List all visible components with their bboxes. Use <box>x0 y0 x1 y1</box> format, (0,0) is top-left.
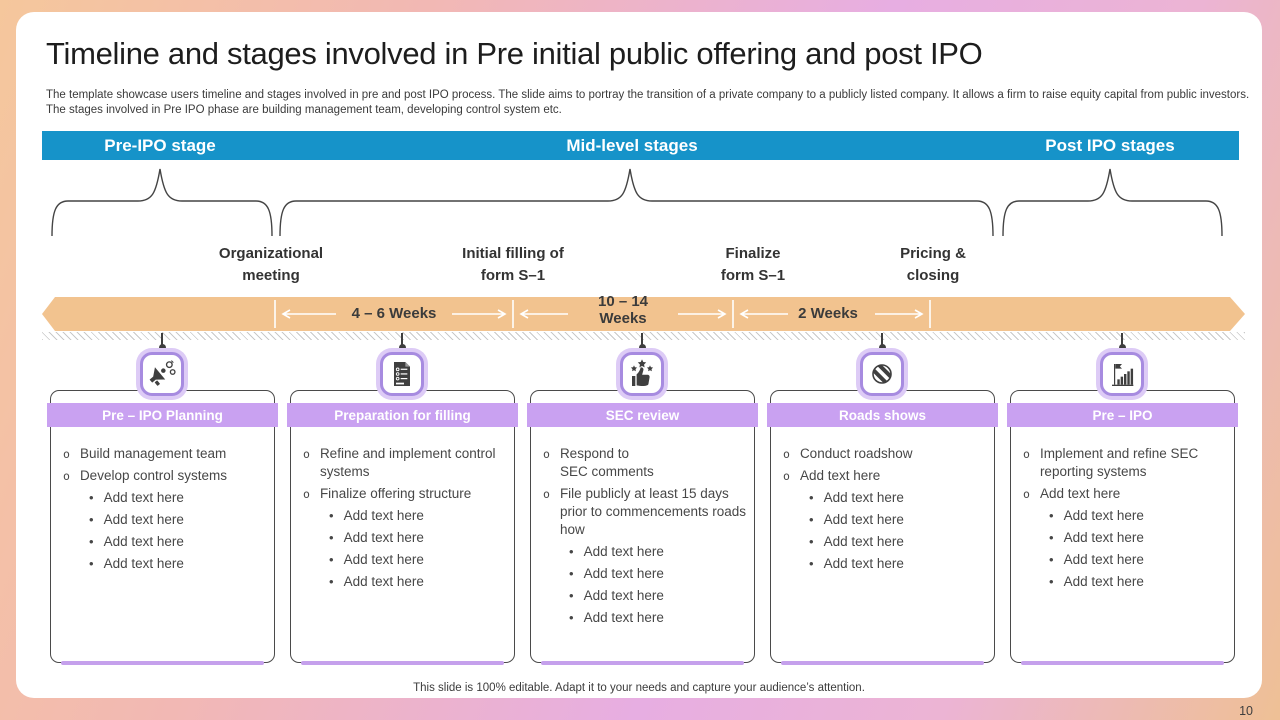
stage-card-roads-shows: Roads shows Conduct roadshow Add text he… <box>767 390 998 665</box>
card-bullet-list: Build management team Develop control sy… <box>61 445 268 577</box>
duration-4-6-weeks: 4 – 6 Weeks <box>351 305 437 322</box>
connector-line <box>1118 333 1126 351</box>
stage-label-post-ipo: Post IPO stages <box>1045 135 1175 155</box>
bullet-item: Add text here <box>781 489 988 507</box>
bullet-item: Add text here <box>61 533 268 551</box>
bullet-item: Add text here <box>1021 573 1228 591</box>
bullet-item: Add text here <box>61 489 268 507</box>
bullet-item: Add text here <box>781 511 988 529</box>
thumbs-up-stars-icon <box>620 352 664 396</box>
megaphone-icon <box>140 352 184 396</box>
page-title: Timeline and stages involved in Pre init… <box>46 36 983 71</box>
duration-10-14-weeks: 10 – 14 Weeks <box>597 293 649 327</box>
growth-chart-flag-icon <box>1100 352 1144 396</box>
stage-card-preparation-for-filling: Preparation for filling Refine and imple… <box>287 390 518 665</box>
bullet-item: Add text here <box>1021 485 1228 503</box>
bullet-item: Conduct roadshow <box>781 445 988 463</box>
milestone-initial-filling: Initial filling of form S–1 <box>462 245 564 284</box>
bullet-item: Add text here <box>541 543 748 561</box>
milestone-finalize-form: Finalize form S–1 <box>720 245 786 284</box>
bullet-item: Add text here <box>1021 551 1228 569</box>
bullet-item: File publicly at least 15 days prior to … <box>541 485 748 539</box>
connector-line <box>158 333 166 351</box>
slide-background: Timeline and stages involved in Pre init… <box>16 12 1262 698</box>
stage-label-mid-level: Mid-level stages <box>566 135 698 155</box>
bullet-item: Add text here <box>301 529 508 547</box>
milestone-pricing-closing: Pricing & closing <box>900 245 966 284</box>
footer-note: This slide is 100% editable. Adapt it to… <box>413 682 865 694</box>
bullet-item: Add text here <box>1021 507 1228 525</box>
stage-bar: Pre-IPO stage Mid-level stages Post IPO … <box>42 131 1239 160</box>
bullet-item: Add text here <box>541 609 748 627</box>
duration-2-weeks: 2 Weeks <box>798 305 858 322</box>
bullet-item: Add text here <box>1021 529 1228 547</box>
striped-circle-icon <box>860 352 904 396</box>
card-title: Preparation for filling <box>287 403 518 427</box>
connector-line <box>398 333 406 351</box>
timeline-dividers-arrows <box>274 300 931 328</box>
page-description: The template showcase users timeline and… <box>46 89 1250 117</box>
bullet-item: Add text here <box>301 507 508 525</box>
hatch-strip <box>42 332 1245 340</box>
stage-label-pre-ipo: Pre-IPO stage <box>104 135 216 155</box>
curly-braces <box>51 168 1223 237</box>
bullet-item: Add text here <box>301 573 508 591</box>
page-number: 10 <box>1239 704 1253 718</box>
connector-line <box>878 333 886 351</box>
card-title: Pre – IPO <box>1007 403 1238 427</box>
milestone-organizational-meeting: Organizational meeting <box>218 245 324 284</box>
card-bullet-list: Conduct roadshow Add text here Add text … <box>781 445 988 577</box>
bullet-item: Implement and refine SEC reporting syste… <box>1021 445 1228 481</box>
bullet-item: Add text here <box>781 555 988 573</box>
bullet-item: Finalize offering structure <box>301 485 508 503</box>
card-title: Pre – IPO Planning <box>47 403 278 427</box>
bullet-item: Build management team <box>61 445 268 463</box>
bullet-item: Add text here <box>781 533 988 551</box>
timeline-arrow-bar <box>42 297 1245 331</box>
card-title: SEC review <box>527 403 758 427</box>
card-title: Roads shows <box>767 403 998 427</box>
bullet-item: Add text here <box>301 551 508 569</box>
bullet-item: Add text here <box>781 467 988 485</box>
checklist-document-icon <box>380 352 424 396</box>
bullet-item: Add text here <box>61 555 268 573</box>
bullet-item: Add text here <box>61 511 268 529</box>
bullet-item: Develop control systems <box>61 467 268 485</box>
connector-line <box>638 333 646 351</box>
stage-card-pre-ipo-planning: Pre – IPO Planning Build management team… <box>47 390 278 665</box>
bullet-item: Add text here <box>541 565 748 583</box>
bullet-item: Add text here <box>541 587 748 605</box>
card-bullet-list: Implement and refine SEC reporting syste… <box>1021 445 1228 595</box>
card-bullet-list: Refine and implement control systems Fin… <box>301 445 508 595</box>
stage-card-pre-ipo: Pre – IPO Implement and refine SEC repor… <box>1007 390 1238 665</box>
bullet-item: Refine and implement control systems <box>301 445 508 481</box>
